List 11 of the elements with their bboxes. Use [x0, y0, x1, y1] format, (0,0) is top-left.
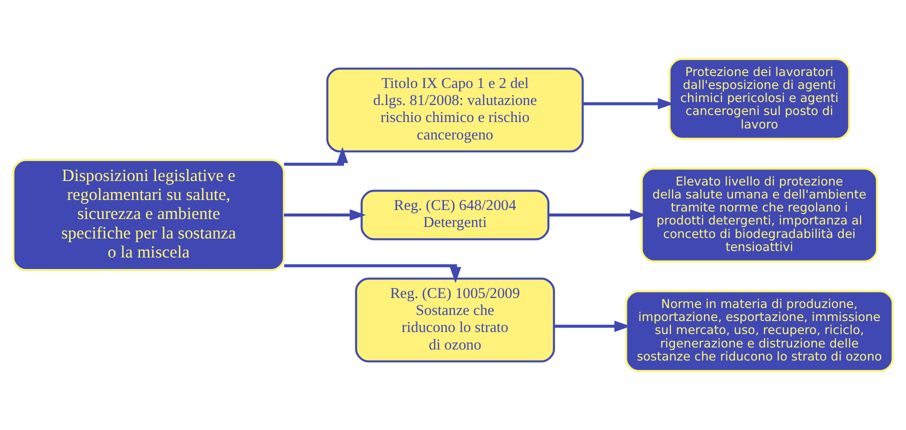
node-box: Elevato livello di protezione della salute umana e dell'ambiente tramite norme che regolano i prodotti detergenti, importanza al concetto di biodegradabilità dei tensioattivi: [640, 168, 878, 262]
node-box: Protezione dei lavoratori dall'esposizione di agenti chimici pericolosi e agenti cancerogeni sul posto di lavoro: [668, 58, 850, 140]
node-box: Reg. (CE) 648/2004 Detergenti: [360, 190, 550, 240]
node-box: Norme in materia di produzione, importazione, esportazione, immissione sul mercato, uso, recupero, riciclo, rigenerazione e distruzione delle sostanze che riducono lo strato di ozono: [625, 290, 894, 372]
arrow: [284, 146, 348, 166]
node-box: Titolo IX Capo 1 e 2 del d.lgs. 81/2008: valutazione rischio chimico e rischio cancerogeno: [326, 68, 584, 152]
arrow: [284, 209, 366, 221]
arrow: [284, 264, 462, 284]
node-box: Reg. (CE) 1005/2009 Sostanze che riducono lo strato di ozono: [355, 278, 555, 362]
node-box: Disposizioni legislative e regolamentari su salute, sicurezza e ambiente specifiche per la sostanza o la miscela: [12, 158, 285, 272]
arrow: [582, 98, 674, 110]
